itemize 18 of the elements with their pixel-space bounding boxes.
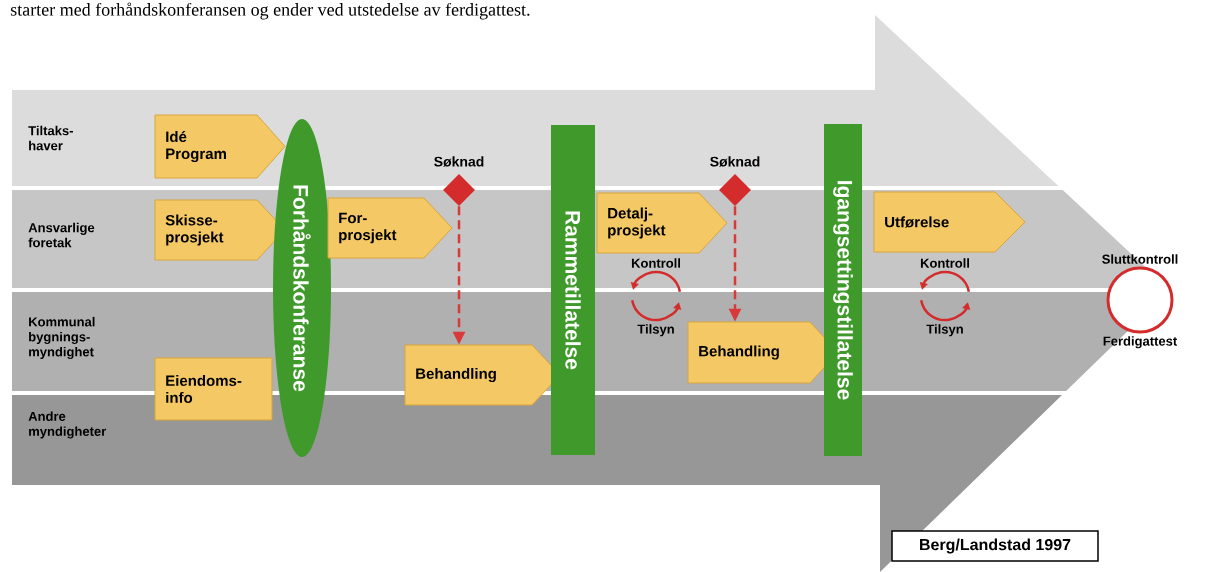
lane-label: Ansvarlige foretak [28,222,95,248]
node-label: Tilsyn [637,324,674,337]
lane-label: Tiltaks- haver [28,125,73,151]
node-label: Søknad [710,156,760,167]
node-label: Søknad [434,156,484,167]
lane-label: Kommunal bygnings- myndighet [29,316,95,360]
node-label: Kontroll [631,258,681,268]
caption-text: starter med forhåndskonferansen og ender ved utstedelse av ferdigattest. [10,2,530,20]
node-label: Tilsyn [926,324,963,337]
source-box: Berg/Landstad 1997 [891,530,1099,562]
lane-label: Andre myndigheter [28,411,107,439]
node-label: Sluttkontroll [1102,254,1178,264]
process-box: Eiendoms- info [154,357,273,421]
chevron-box: Behandling [404,344,561,406]
milestone-bar: Rammetillatelse [551,125,595,455]
milestone-bar: Igangsettingstillatelse [824,124,862,456]
node-label: Kontroll [920,258,969,268]
node-label: Ferdigattest [1103,336,1178,349]
